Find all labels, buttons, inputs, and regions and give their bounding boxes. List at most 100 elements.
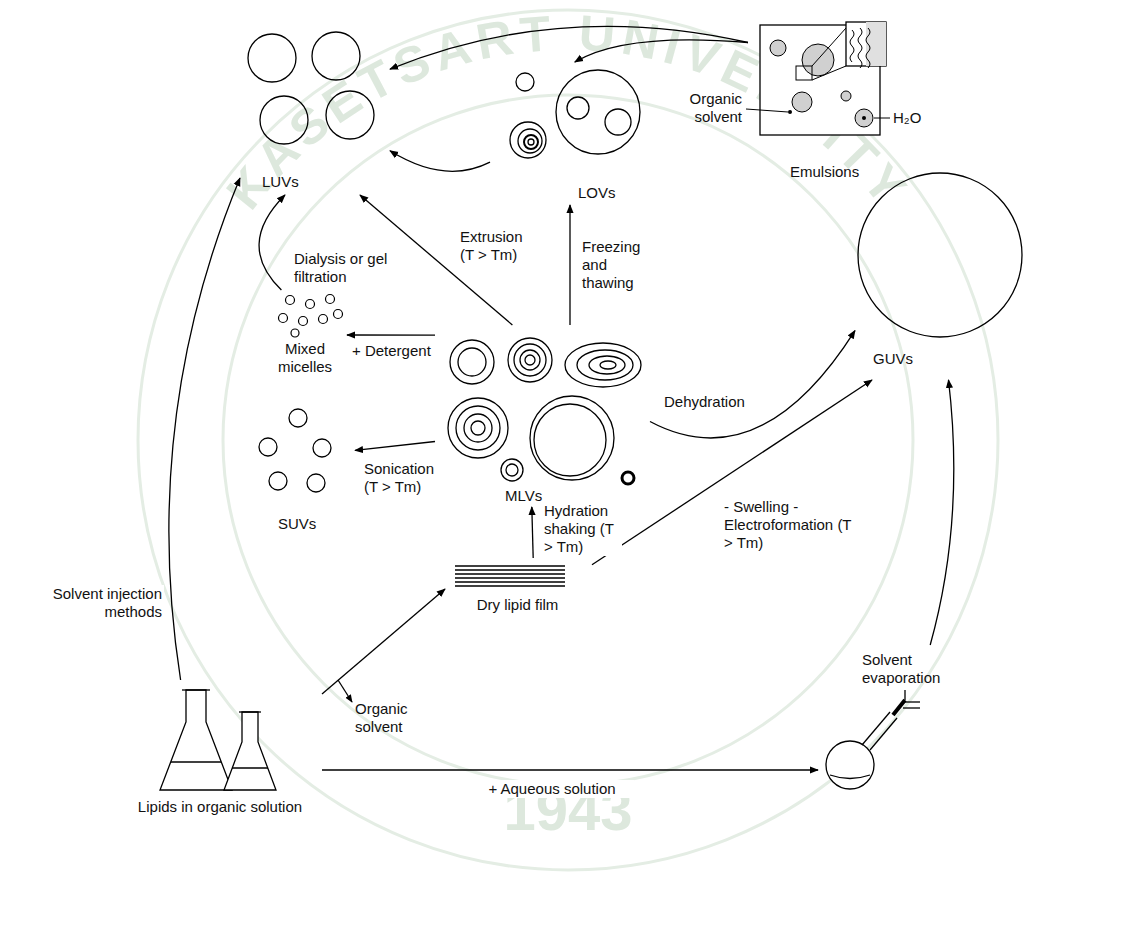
process-arrow [322,769,818,770]
lov-vesicles [510,70,640,158]
vesicle-label: LUVs [262,173,299,191]
process-arrow [390,151,490,171]
liquid-level [171,761,221,762]
vesicle [600,361,616,369]
callout-label: H₂O [893,109,921,127]
process-arrow [569,205,570,325]
process-arrow [169,178,240,680]
vesicle-label: SUVs [278,515,316,533]
emulsion-group: Emulsions [748,15,890,187]
apparatus-group: Solvent evaporation [818,645,950,795]
erlenmeyer-flask [160,690,232,790]
vesicle [524,135,538,149]
vacuum-tube [904,690,905,700]
vesicle [259,438,277,456]
method-label: Solvent injection methods [30,585,164,621]
micelle [326,295,335,304]
micelle [291,329,299,337]
vesicle [525,355,535,365]
process-arrow [355,442,435,451]
vesicle [528,139,534,145]
zoom-line [812,66,846,80]
surfactant-layer [850,28,870,68]
method-label: Sonication (T > Tm) [362,460,444,496]
micelle [306,300,315,309]
vesicle [448,398,508,458]
leader-dot [862,116,866,120]
droplet [792,92,812,112]
vesicle [622,472,634,484]
vesicle-label: Solvent evaporation [862,651,948,687]
vesicle [289,409,307,427]
vesicle [534,404,606,476]
evaporation-flask [826,690,920,789]
process-arrow [650,331,855,438]
liquid-level [830,775,870,779]
micelle [334,310,343,319]
vesicle [506,464,518,476]
vesicle [565,343,641,387]
droplet [855,109,873,127]
callout-label: Organic solvent [680,90,742,126]
suv-vesicles [259,409,331,492]
process-arrow [575,40,748,62]
vesicle [313,439,331,457]
vesicle [589,356,625,374]
film-layer [455,573,565,574]
vesicle [510,122,546,158]
vesicle-group: LOVs [490,62,650,205]
process-arrow [322,589,445,694]
branch-arrow [338,680,352,702]
watermark-ring [223,95,913,785]
process-arrow [347,334,435,336]
vesicle [464,414,492,442]
vesicle-label: Emulsions [790,163,859,181]
lipid-flasks [160,690,276,790]
vesicle-label: Mixed micelles [265,340,345,376]
process-arrow [592,380,872,565]
micelle-group: Mixed micelles [265,290,347,380]
micelle [319,315,328,324]
method-label: Dehydration [662,393,761,411]
micelle [299,317,308,326]
method-label: - Swelling - Electroformation (T > Tm) [722,498,861,552]
vesicle [605,109,631,135]
film-layer [455,577,565,578]
process-arrow [930,380,954,645]
flask-rim [239,711,261,712]
vesicle [450,340,494,384]
method-label: + Detergent [350,342,438,360]
vesicle-group: GUVs [855,165,1025,380]
vesicle [516,73,534,91]
vesicle [567,97,589,119]
droplet [770,40,786,56]
vesicle [260,96,308,144]
flask-neck [870,718,897,750]
mlv-vesicles [448,338,641,484]
vacuum-tube [903,701,920,702]
guv-vesicle [858,173,1022,337]
vesicle [556,70,640,154]
vesicle [248,34,296,82]
leader-line [874,118,890,119]
luv-vesicles [248,32,374,144]
zoom-inset [846,22,886,66]
vesicle [307,474,325,492]
vesicle [577,350,633,380]
micelle [279,314,288,323]
vesicle [458,348,486,376]
process-arrow [532,507,533,558]
vesicle-group: MLVs [435,325,650,507]
zoom-line [812,28,846,66]
vesicle [312,32,360,80]
vesicle [471,421,485,435]
leader-dot [788,110,792,114]
vesicle [501,459,523,481]
vesicle-label: LOVs [578,184,616,202]
mixed-micelles [279,295,343,338]
vesicle-label: Dry lipid film [445,596,590,614]
method-label: Hydration shaking (T > Tm) [542,502,622,556]
film-layer [455,585,565,586]
vesicle [530,396,614,480]
flask-group: Lipids in organic solution [120,680,322,820]
